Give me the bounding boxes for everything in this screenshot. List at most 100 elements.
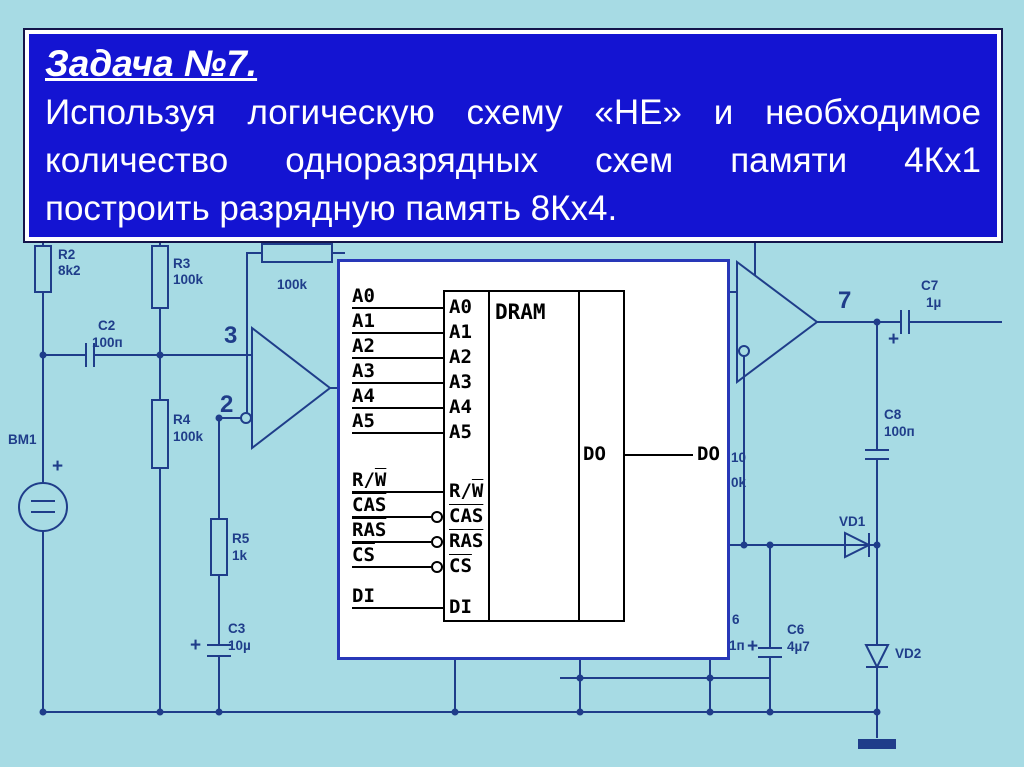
- chip-pin-a1: A1: [449, 321, 472, 343]
- hidden-label-fragment: 6: [732, 612, 740, 627]
- c6-plus-sign: +: [747, 636, 758, 657]
- signal-wire-di: [352, 607, 443, 609]
- feedback-wire: [246, 252, 262, 413]
- signal-label-ras: RAS: [352, 519, 387, 541]
- junction-dot: [766, 541, 774, 549]
- r4-label: R4: [173, 412, 191, 427]
- task-body-line-1: Используя логическую схему «НЕ» и необхо…: [45, 93, 981, 132]
- diode-vd1: [722, 531, 877, 559]
- signal-label-a1: A1: [352, 310, 375, 332]
- signal-label-cas: CAS: [352, 494, 387, 516]
- signal-label-a2: A2: [352, 335, 375, 357]
- c6-value: 4µ7: [787, 639, 810, 654]
- opamp1-pin-3: 3: [224, 322, 237, 349]
- r4-value: 100k: [173, 429, 204, 444]
- junction-dot: [873, 318, 881, 326]
- opamp-1: [219, 243, 345, 451]
- dram-chip-label: DRAM: [495, 300, 546, 324]
- junction-dot: [39, 708, 47, 716]
- resistor-r3-r4-column: [151, 240, 169, 712]
- junction-dot: [576, 708, 584, 716]
- signal-wire-ras: [352, 541, 431, 543]
- capacitor-c2: [43, 343, 252, 367]
- task-panel: Задача №7. Используя логическую схему «Н…: [23, 28, 1003, 243]
- vd2-label: VD2: [895, 646, 921, 661]
- r3-value: 100k: [173, 272, 204, 287]
- c6-label: C6: [787, 622, 805, 637]
- capacitor-plates: [900, 310, 910, 334]
- junction-dot: [873, 708, 881, 716]
- junction-dot: [156, 708, 164, 716]
- chip-pin-a0: A0: [449, 296, 472, 318]
- bm1-plus-sign: +: [52, 456, 63, 477]
- opamp-triangle: [736, 260, 819, 384]
- signal-label-a0: A0: [352, 285, 375, 307]
- chip-divider-right: [578, 290, 580, 622]
- junction-dot: [156, 351, 164, 359]
- r5-value: 1k: [232, 548, 248, 563]
- signal-wire-a2: [352, 357, 443, 359]
- signal-label-a4: A4: [352, 385, 375, 407]
- c7-plus-sign: +: [888, 329, 899, 350]
- signal-wire-a0: [352, 307, 443, 309]
- signal-label-a3: A3: [352, 360, 375, 382]
- r2-value: 8k2: [58, 263, 81, 278]
- resistor-body: [151, 399, 169, 469]
- chip-divider-left: [488, 290, 490, 622]
- mic-circle: [18, 482, 68, 532]
- chip-pin-do: DO: [583, 443, 606, 465]
- input-bubble: [738, 345, 750, 357]
- junction-dot: [740, 541, 748, 549]
- hidden-value-fragment: 1п: [729, 638, 745, 653]
- signal-wire-a4: [352, 407, 443, 409]
- inverting-input-bubble: [240, 412, 252, 424]
- junction-dot: [215, 708, 223, 716]
- ras-inversion-bubble: [431, 536, 443, 548]
- r3-label: R3: [173, 256, 191, 271]
- opamp-triangle: [251, 325, 332, 451]
- microphone-bm1: [18, 482, 68, 712]
- signal-label-di: DI: [352, 585, 375, 607]
- r2-label: R2: [58, 247, 75, 262]
- chip-pin-cas: CAS: [449, 505, 484, 527]
- cas-inversion-bubble: [431, 511, 443, 523]
- task-body-line-2: количество одноразрядных схем памяти 4Кх…: [45, 141, 981, 180]
- resistor-body: [34, 245, 52, 293]
- resistor-body: [151, 245, 169, 309]
- capacitor-plates: [207, 644, 231, 657]
- task-title: Задача №7.: [45, 43, 258, 84]
- capacitor-plates: [85, 343, 95, 367]
- bm1-label: BM1: [8, 432, 37, 447]
- signal-label-rw: R/W: [352, 470, 386, 490]
- capacitor-c8-column: [865, 322, 889, 738]
- ground-bar: [858, 739, 896, 749]
- vd1-label: VD1: [839, 514, 866, 529]
- chip-pin-rw: R/W: [449, 481, 483, 501]
- junction-dot: [215, 414, 223, 422]
- signal-label-a5: A5: [352, 410, 375, 432]
- feedback-resistor-value: 100k: [277, 277, 308, 292]
- chip-pin-cs: CS: [449, 555, 472, 577]
- c7-label: C7: [921, 278, 938, 293]
- junction-dot: [576, 674, 584, 682]
- capacitor-plates: [865, 449, 889, 460]
- chip-pin-a2: A2: [449, 346, 472, 368]
- c3-plus-sign: +: [190, 635, 201, 656]
- do-wire: [625, 454, 693, 456]
- c2-label: C2: [98, 318, 115, 333]
- chip-pin-a4: A4: [449, 396, 472, 418]
- opamp1-pin-2: 2: [220, 391, 233, 418]
- lower-wires: [454, 658, 770, 712]
- signal-wire-rw: [352, 491, 443, 493]
- junction-dot: [706, 708, 714, 716]
- capacitor-c7: [817, 310, 1002, 334]
- junction-dot: [873, 541, 881, 549]
- junction-dot: [706, 674, 714, 682]
- c8-value: 100п: [884, 424, 915, 439]
- rw-overlined: W: [374, 469, 387, 491]
- rw-prefix: R/: [352, 469, 375, 491]
- diode-triangle: [844, 531, 872, 559]
- mic-plates: [31, 500, 55, 513]
